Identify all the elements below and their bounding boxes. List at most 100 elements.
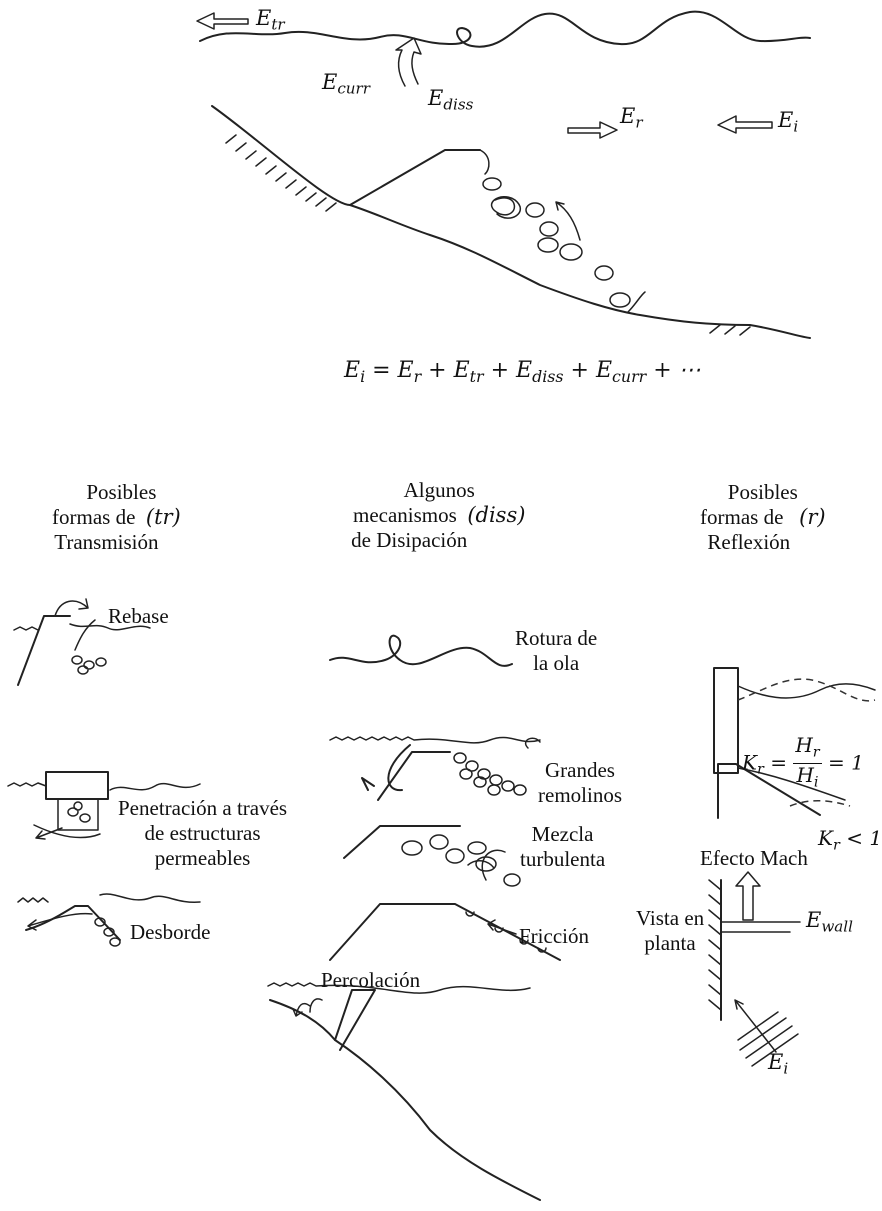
label-e-diss: Ediss [428, 86, 474, 114]
partial-reflection-slope [717, 763, 821, 819]
rebase-stones [71, 655, 107, 675]
eddy-swirl [490, 195, 522, 219]
mach-wall-hatch [708, 879, 722, 1011]
full-reflection-dashed [737, 678, 876, 702]
vertical-wall [713, 667, 739, 774]
label-eddies-1: Grandes [545, 758, 615, 782]
reflection-header-line1: Posibles [727, 480, 798, 504]
armor-stone [525, 202, 545, 218]
turbulence-swirl [467, 849, 506, 881]
breakwater-armor [479, 149, 490, 175]
label-rebase: Rebase [108, 604, 169, 628]
dissipation-header-line2: mecanismos (diss) [353, 503, 525, 528]
label-friction: Fricción [519, 924, 589, 948]
label-eddies: Grandes remolinos [538, 758, 622, 808]
label-e-i: Ei [778, 108, 799, 136]
dissipation-header-line2-text: mecanismos [353, 503, 457, 527]
armor-stone [609, 292, 631, 308]
dissipation-header-line3: de Disipación [351, 528, 468, 552]
transmission-header-line3: Transmisión [54, 530, 159, 554]
dissipation-header: Algunos mecanismos (diss) de Disipación [351, 478, 525, 553]
label-mach: Efecto Mach [700, 846, 808, 870]
percolation-flow [292, 998, 323, 1017]
reflection-header: Posibles formas de (r) Reflexión [700, 480, 826, 555]
transmission-header: Posibles formas de (tr) Transmisión [52, 480, 181, 555]
caisson-foundation [33, 799, 101, 839]
dissipation-tag: (diss) [467, 503, 526, 527]
rebase-sea [13, 623, 151, 631]
eddy-curl [524, 737, 541, 749]
label-e-i-plan: Ei [768, 1050, 789, 1078]
label-eddies-2: remolinos [538, 783, 622, 807]
arrow-e-curr [395, 37, 422, 87]
label-e-tr: Etr [256, 6, 285, 34]
reflection-tag: (r) [799, 505, 826, 529]
label-penetration-2: de estructuras [144, 821, 261, 845]
arrow-e-tr [196, 12, 249, 30]
armor-stone [482, 177, 502, 191]
caisson-sea [7, 782, 201, 791]
arrow-e-r [567, 121, 618, 139]
armor-stone [537, 237, 559, 253]
toe-mark [627, 291, 646, 313]
label-kr-partial: Kr < 1 [818, 826, 882, 854]
energy-balance-equation: Ei = Er + Etr + Ediss + Ecurr + ⋯ [344, 358, 701, 386]
breaking-wave [329, 634, 513, 667]
penetration-arrow [35, 827, 63, 840]
armor-stone [594, 265, 614, 281]
partial-reflection-dashed [789, 800, 851, 807]
eddies-arrow [361, 744, 411, 792]
transmission-tag: (tr) [145, 505, 181, 529]
rebase-structure [17, 615, 71, 686]
label-e-r: Er [620, 104, 643, 132]
turbulence-stones [401, 834, 521, 887]
breakwater-profile [349, 149, 481, 206]
reflection-header-line3: Reflexión [707, 530, 791, 554]
label-breaking-1: Rotura de [515, 626, 598, 650]
transmission-header-line2: formas de (tr) [52, 505, 181, 530]
transmission-header-line2-text: formas de [52, 505, 136, 529]
label-desborde: Desborde [130, 920, 211, 944]
label-percolation: Percolación [321, 968, 421, 992]
reflection-header-line2-text: formas de [700, 505, 784, 529]
armor-stone [539, 221, 559, 237]
label-penetration-1: Penetración a través [118, 796, 288, 820]
desborde-stones [94, 917, 121, 947]
caisson-block [45, 771, 109, 800]
oblique-wave-crests [737, 1011, 799, 1067]
friction-structure [329, 903, 561, 961]
armor-stone [559, 243, 583, 261]
label-e-curr: Ecurr [322, 70, 370, 98]
label-e-wall: Ewall [806, 908, 853, 936]
turbulence-structure [343, 825, 461, 859]
label-penetration: Penetración a través de estructuras perm… [118, 796, 287, 871]
arrow-e-i [717, 115, 773, 134]
label-turbulence-2: turbulenta [520, 847, 606, 871]
full-reflection-wave [737, 683, 876, 699]
penetration-stones [67, 801, 91, 823]
percolation-sea [267, 982, 531, 994]
label-breaking: Rotura de la ola [515, 626, 597, 676]
label-turbulence-1: Mezcla [531, 822, 594, 846]
seabed-hatching [225, 134, 751, 336]
friction-arrow [487, 919, 517, 935]
label-plan-view: Vista en planta [636, 906, 705, 956]
eddies-stones [453, 752, 527, 796]
label-plan-1: Vista en [636, 906, 705, 930]
seabed-line [211, 105, 811, 339]
rebase-overtopping-arrow [54, 598, 96, 651]
percolation-structure [269, 989, 376, 1051]
reflection-header-line2: formas de (r) [700, 505, 826, 530]
runup-arrow [555, 201, 581, 241]
transmission-header-line1: Posibles [86, 480, 157, 504]
label-penetration-3: permeables [154, 846, 251, 870]
mach-stem-lines [720, 921, 801, 933]
percolation-seabed [334, 1039, 541, 1201]
desborde-arrow [27, 912, 93, 931]
oblique-arrow [734, 999, 777, 1053]
desborde-sea [17, 893, 201, 903]
label-turbulence: Mezcla turbulenta [520, 822, 605, 872]
mach-arrow [735, 871, 761, 921]
